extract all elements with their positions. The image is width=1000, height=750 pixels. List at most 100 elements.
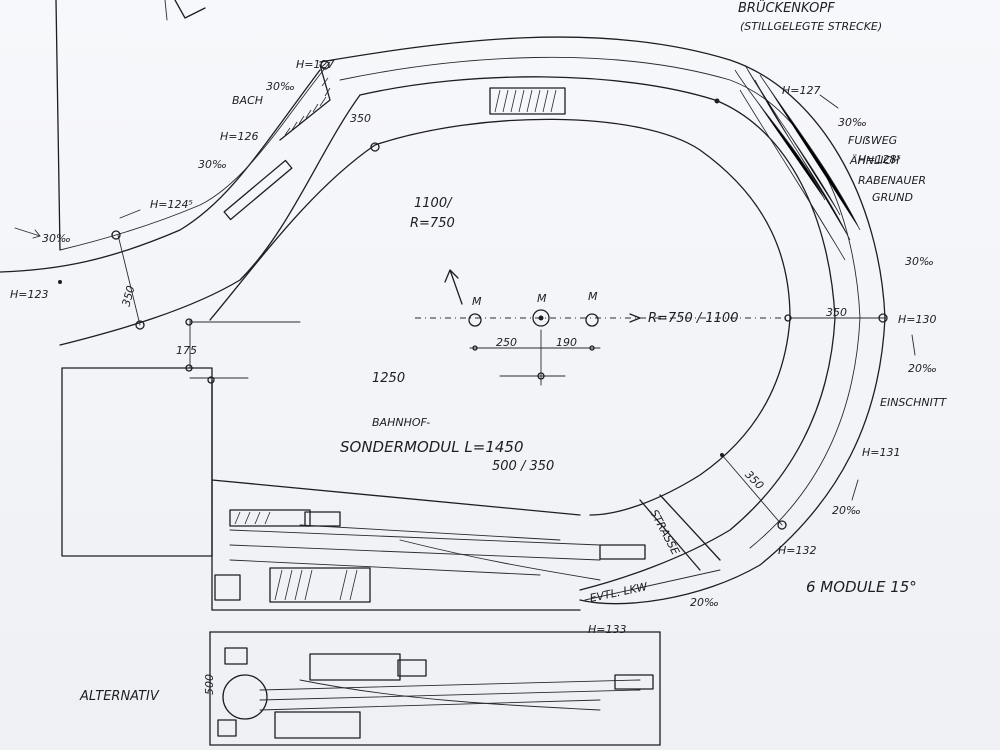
oval-track-a bbox=[359, 76, 836, 591]
label-grad30-1: 30‰ bbox=[266, 80, 295, 93]
label-d1250: 1250 bbox=[372, 371, 405, 386]
label-fussweg2: ÄHNLICH bbox=[849, 154, 899, 167]
grade-arrow-3 bbox=[911, 334, 916, 356]
label-grad30-right: 30‰ bbox=[838, 116, 867, 129]
center-point-2-core bbox=[538, 315, 544, 321]
label-m3: M bbox=[588, 290, 598, 303]
label-strasse: STRASSE bbox=[647, 507, 682, 557]
label-bahnhof: BAHNHOF- bbox=[372, 416, 430, 429]
node-markers bbox=[58, 60, 888, 530]
label-grad20-2: 20‰ bbox=[832, 504, 861, 517]
alt-car bbox=[397, 659, 427, 677]
left-border-line bbox=[55, 0, 61, 251]
right-slope-hatch bbox=[734, 64, 861, 261]
alt-shed-2 bbox=[217, 719, 237, 737]
alt-tracks bbox=[259, 679, 641, 711]
label-h126: H=126 bbox=[220, 130, 258, 143]
label-grad20-1: 20‰ bbox=[908, 362, 937, 375]
north-arrow bbox=[444, 269, 463, 305]
inner-connector bbox=[209, 144, 376, 321]
label-einschnitt: EINSCHNITT bbox=[880, 396, 948, 409]
label-sondermodul: SONDERMODUL L=1450 bbox=[340, 438, 524, 456]
alt-building-2 bbox=[274, 711, 361, 739]
station-car bbox=[304, 511, 341, 527]
label-h127-right: H=127 bbox=[782, 84, 820, 97]
label-grad30-3: 30‰ bbox=[42, 232, 71, 245]
label-evtl: EVTL. LKW bbox=[589, 580, 650, 605]
center-point-3 bbox=[585, 313, 599, 327]
dim-350-bottom-line bbox=[721, 454, 783, 526]
station-building-3 bbox=[599, 544, 646, 560]
top-building-hatch bbox=[494, 89, 557, 113]
top-edge-line bbox=[164, 0, 168, 21]
left-module-block bbox=[61, 367, 213, 557]
station-shed bbox=[214, 574, 241, 601]
top-arrow-mark bbox=[174, 0, 206, 19]
label-h133: H=133 bbox=[588, 623, 626, 636]
dim-350-left-line bbox=[117, 234, 141, 326]
label-dim500: 500 bbox=[203, 674, 216, 695]
label-h1285: H=128⁵ bbox=[858, 153, 901, 166]
label-h131: H=131 bbox=[862, 446, 900, 459]
bridge-element bbox=[223, 159, 293, 221]
label-h123: H=123 bbox=[10, 288, 48, 301]
outer-left-track-edge bbox=[0, 69, 321, 273]
lkw-track bbox=[584, 569, 721, 601]
label-radius-top: 1100/ bbox=[414, 196, 453, 211]
label-fussweg4: GRUND bbox=[872, 191, 913, 204]
label-d250: 250 bbox=[496, 336, 517, 349]
oval-outer-edge bbox=[319, 36, 886, 605]
inner-left-track-edge bbox=[59, 94, 361, 346]
label-alternativ: ALTERNATIV bbox=[79, 689, 160, 704]
ramp-outline bbox=[279, 64, 331, 141]
label-module: 6 MODULE 15° bbox=[806, 578, 917, 596]
label-h130: H=130 bbox=[898, 313, 936, 326]
ramp-hatch bbox=[284, 77, 331, 136]
label-dim350-left: 350 bbox=[120, 284, 138, 308]
oval-inner-edge bbox=[374, 118, 791, 516]
station-hatch bbox=[234, 511, 358, 601]
station-building-1 bbox=[229, 509, 311, 527]
label-fussweg3: RABENAUER bbox=[858, 174, 926, 187]
label-fussweg1: FUẞWEG bbox=[848, 134, 897, 147]
alt-building-3 bbox=[614, 674, 654, 690]
label-h127-left: H=127 bbox=[296, 58, 334, 71]
station-building-2 bbox=[269, 567, 371, 603]
center-point-2 bbox=[532, 309, 550, 327]
grade-arrow-left bbox=[14, 227, 41, 239]
label-m1: M bbox=[472, 295, 482, 308]
label-bach: BACH bbox=[232, 94, 263, 107]
label-h1245: H=124⁵ bbox=[150, 198, 193, 211]
station-tracks bbox=[229, 524, 601, 581]
label-radius-arrow: R=750 / 1100 bbox=[648, 311, 738, 326]
left-track-line bbox=[59, 61, 331, 251]
road-edge-2 bbox=[659, 494, 721, 561]
label-stillgelegte: (STILLGELEGTE STRECKE) bbox=[740, 20, 882, 33]
label-sondermodul-dim: 500 / 350 bbox=[492, 459, 554, 474]
label-dim350-right: 350 bbox=[826, 306, 847, 319]
label-radius-top2: R=750 bbox=[410, 216, 455, 231]
label-d175: 175 bbox=[176, 344, 197, 357]
label-m2: M bbox=[537, 292, 547, 305]
grade-arrow-4 bbox=[851, 479, 859, 501]
label-brueckenkopf: BRÜCKENKOPF bbox=[738, 0, 835, 16]
label-d190: 190 bbox=[556, 336, 577, 349]
alt-shed bbox=[224, 647, 248, 665]
label-grad20-3: 20‰ bbox=[690, 596, 719, 609]
alt-building-1 bbox=[309, 653, 401, 681]
label-grad30-mid: 30‰ bbox=[905, 255, 934, 268]
station-top-edge bbox=[211, 479, 581, 516]
grade-arrow-2 bbox=[119, 209, 141, 219]
label-dim350-bottom: 350 bbox=[742, 468, 766, 492]
top-building bbox=[489, 87, 566, 115]
road-edge-1 bbox=[639, 499, 701, 571]
alt-turntable bbox=[222, 674, 268, 720]
label-dim350-top: 350 bbox=[350, 112, 371, 125]
label-h132: H=132 bbox=[778, 544, 816, 557]
label-grad30-2: 30‰ bbox=[198, 158, 227, 171]
axis-arrow bbox=[629, 313, 641, 323]
center-point-1 bbox=[468, 313, 482, 327]
grade-arrow-right bbox=[819, 94, 839, 109]
